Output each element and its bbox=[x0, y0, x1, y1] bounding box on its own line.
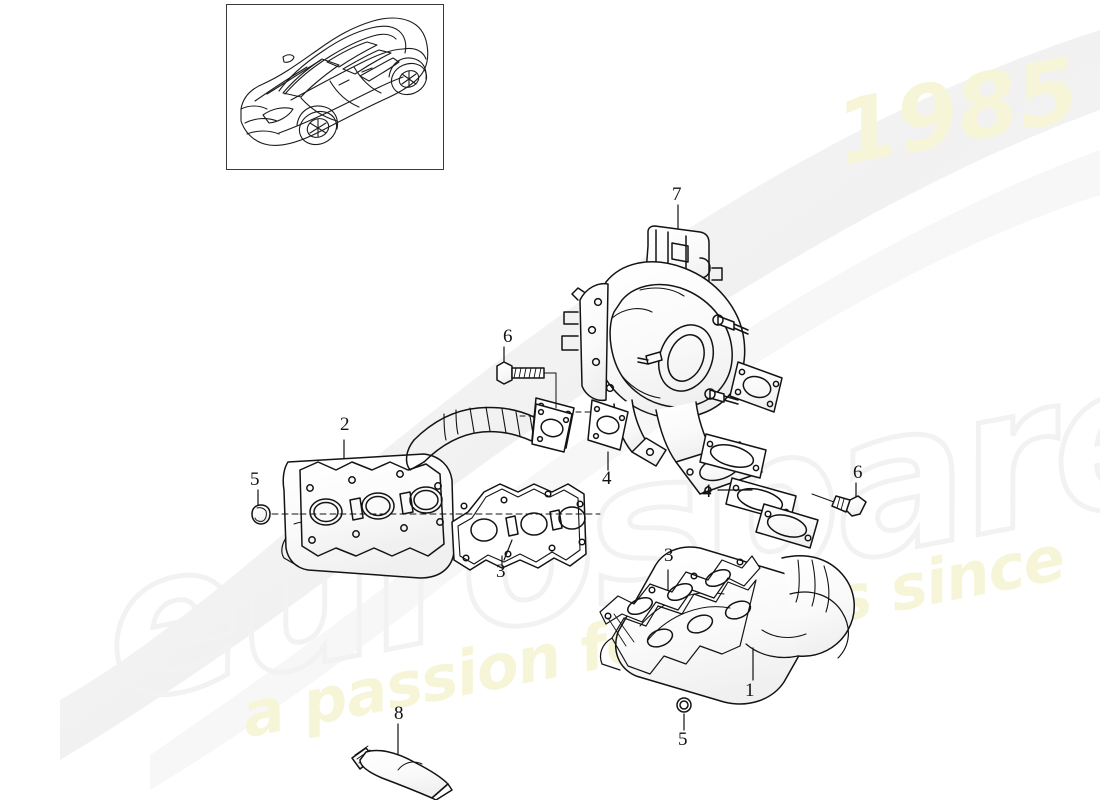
callout-3-left: 3 bbox=[496, 561, 506, 582]
callout-6-left: 6 bbox=[503, 326, 513, 347]
panamera-line-drawing bbox=[240, 17, 429, 146]
callout-1: 1 bbox=[745, 680, 755, 701]
callout-5-left: 5 bbox=[250, 469, 260, 490]
callout-7: 7 bbox=[672, 184, 682, 205]
turbocharger-assembly bbox=[561, 204, 783, 495]
callout-2: 2 bbox=[340, 414, 350, 435]
exhaust-manifold-right bbox=[599, 503, 855, 731]
manifold-gasket-left bbox=[451, 483, 587, 571]
callout-6-right: 6 bbox=[853, 462, 863, 483]
exhaust-manifold-left bbox=[281, 397, 575, 579]
flange-gasket-oval-a bbox=[699, 433, 767, 479]
flange-gasket-triangular-b bbox=[587, 399, 629, 471]
manifold-gasket-right bbox=[599, 555, 761, 647]
callout-3-right: 3 bbox=[664, 545, 674, 566]
sealant-tube bbox=[351, 723, 453, 800]
vehicle-thumbnail bbox=[226, 4, 444, 170]
callout-4-triangular: 4 bbox=[602, 468, 612, 489]
callout-8: 8 bbox=[394, 703, 404, 724]
callout-5-right: 5 bbox=[678, 729, 688, 750]
bolt-right bbox=[811, 482, 867, 517]
flange-gasket-triangular-a bbox=[531, 403, 573, 453]
callout-4-oval: 4 bbox=[702, 481, 712, 502]
bolt-left bbox=[496, 346, 557, 409]
nut-left bbox=[251, 489, 601, 525]
